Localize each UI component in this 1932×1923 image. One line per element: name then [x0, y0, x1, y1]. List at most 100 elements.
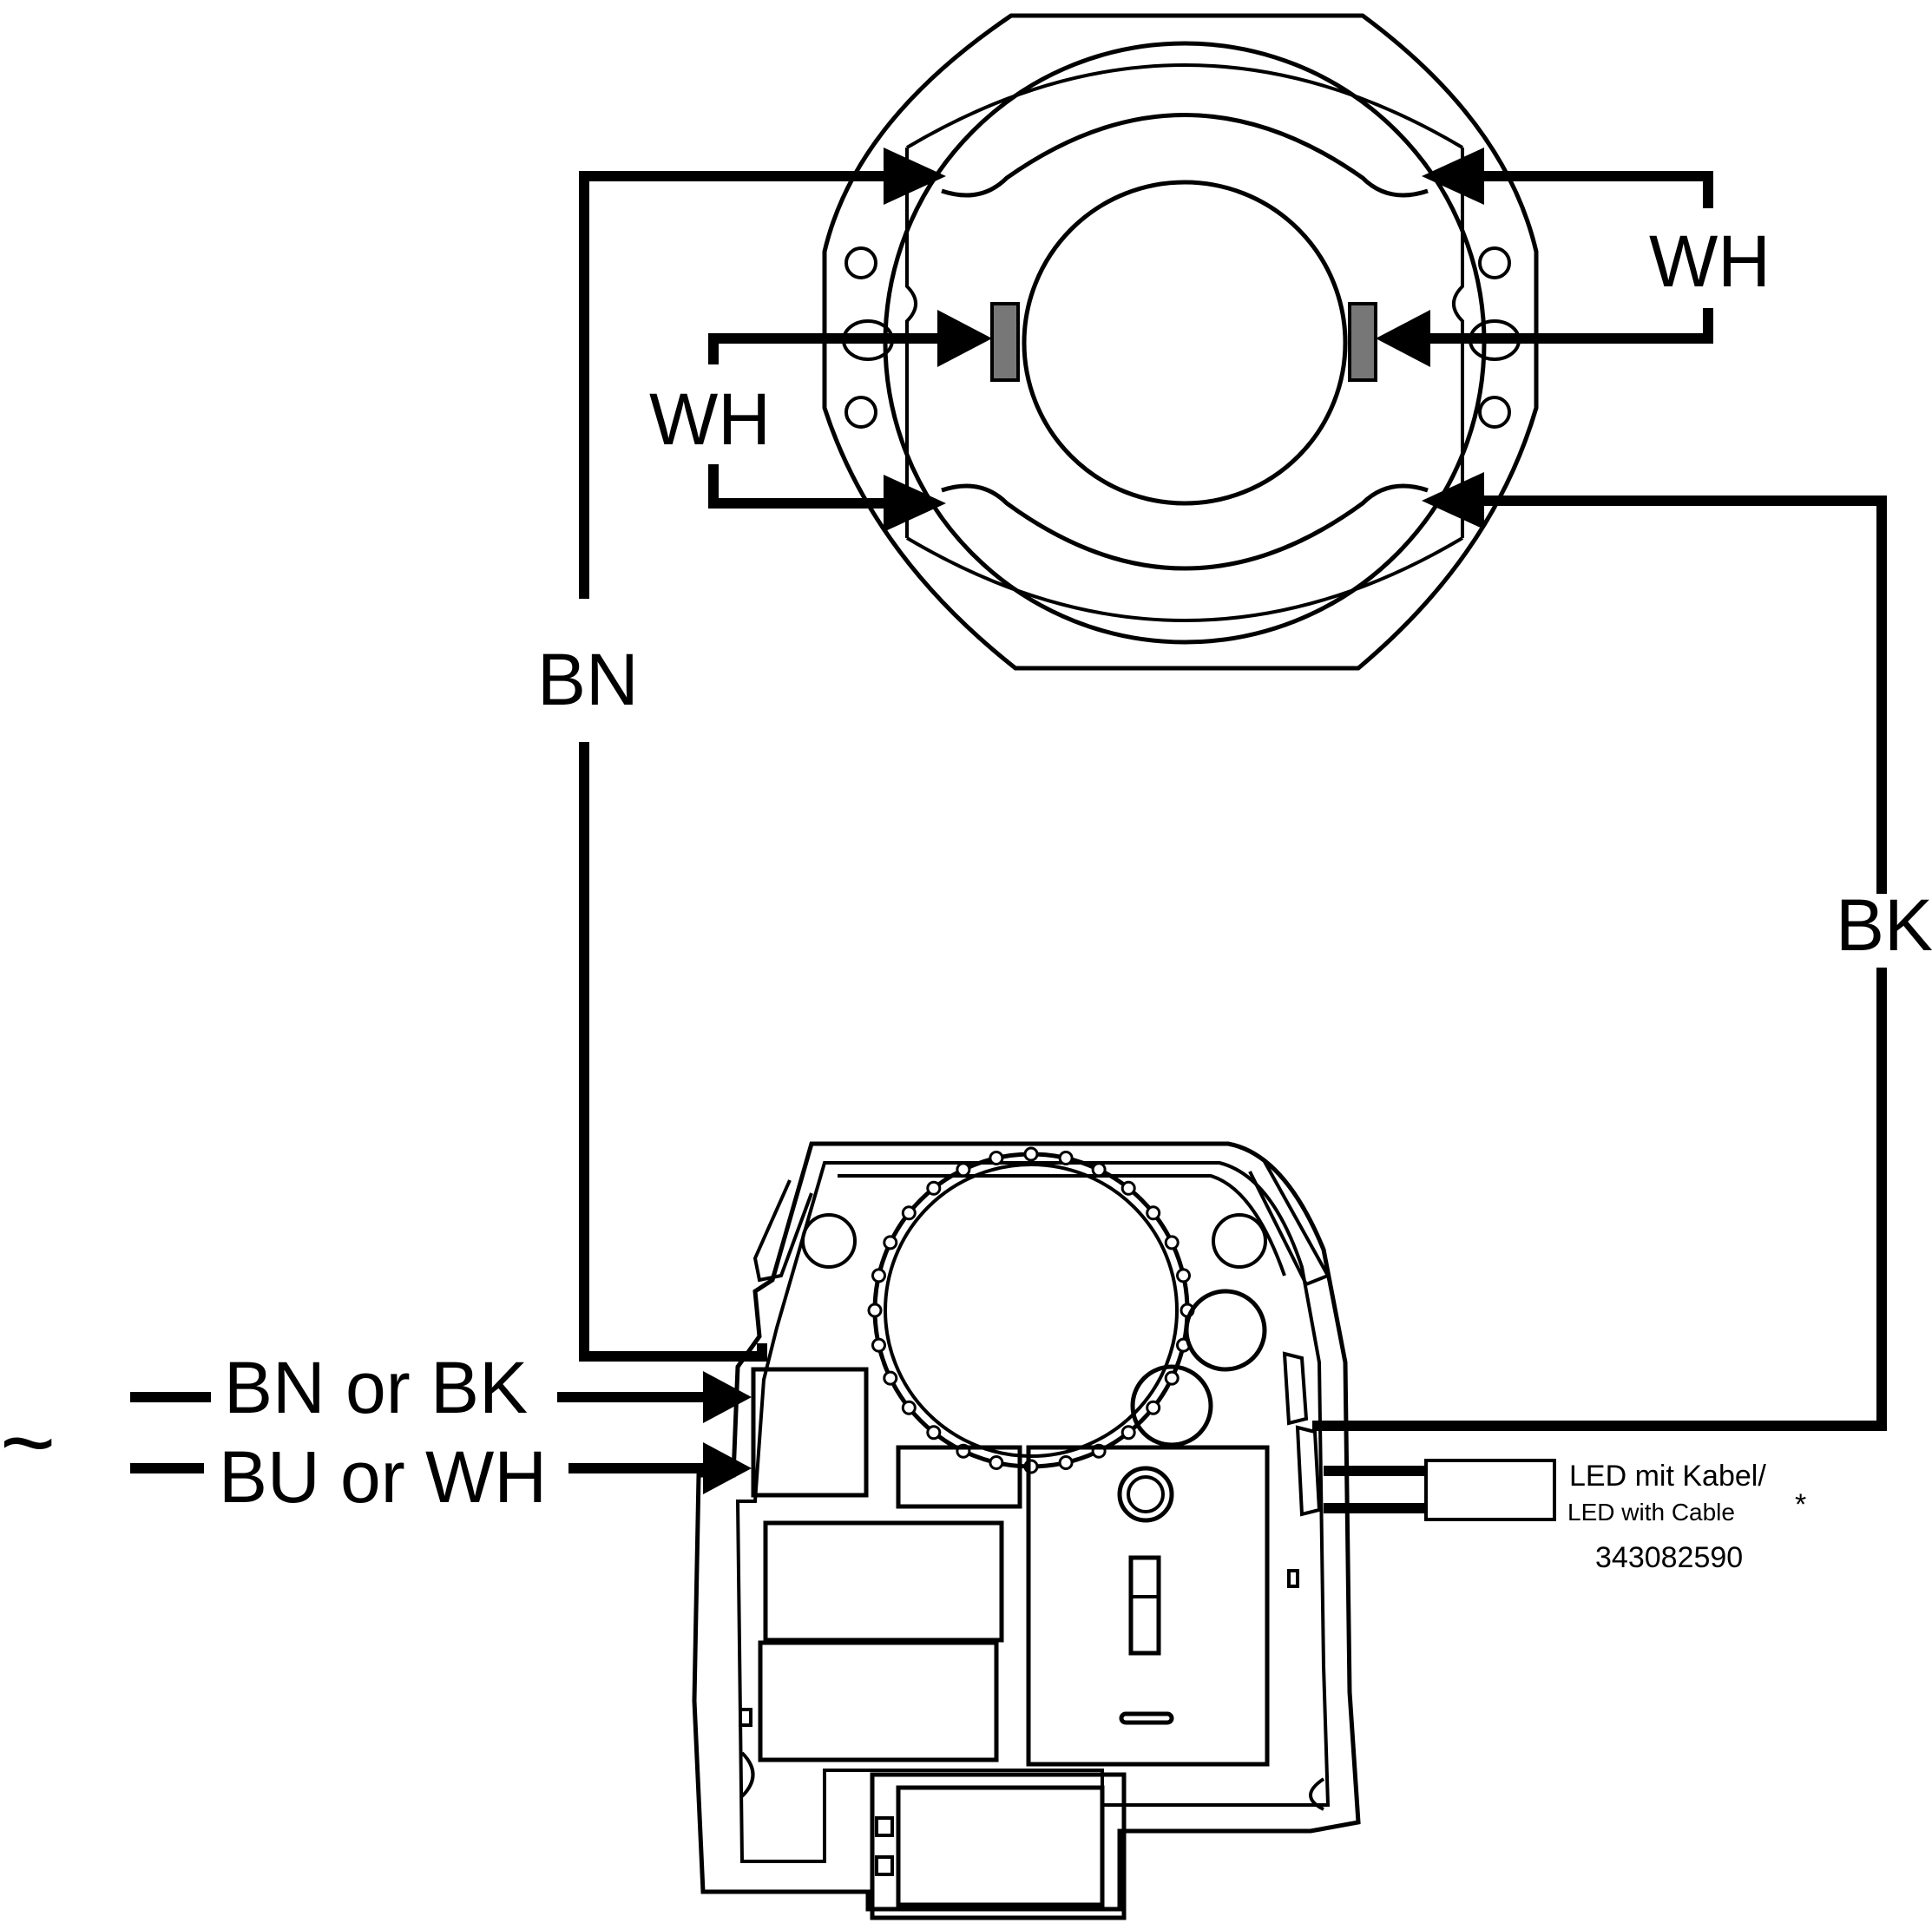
label-led-de: LED mit Kabel/ — [1569, 1460, 1766, 1493]
arrow-mid-right — [1376, 310, 1430, 367]
mounting-hole-right-bottom — [1478, 396, 1511, 429]
ballast-unit — [692, 1141, 1361, 1920]
arrowheads — [703, 148, 1484, 1494]
capacitor-top — [1184, 1289, 1267, 1372]
small-component — [896, 1445, 1022, 1509]
dial-knob-tooth — [989, 1455, 1004, 1470]
dial-knob-tooth — [989, 1151, 1004, 1165]
dial-knob-tooth — [956, 1162, 971, 1178]
dial-knob-tooth — [926, 1425, 942, 1441]
dial-knob-tooth — [1058, 1455, 1074, 1470]
switch-panel — [1026, 1445, 1270, 1767]
bottom-connector-tab-2 — [875, 1855, 894, 1876]
arrow-mid-left — [937, 310, 992, 367]
ballast-right-edge-detail-2 — [1295, 1425, 1322, 1517]
dial-knob-tooth — [901, 1400, 917, 1415]
screw-hole-left — [801, 1213, 857, 1269]
ballast-housing-outer — [692, 1141, 1361, 1912]
dial-knob-tooth — [1023, 1146, 1039, 1162]
dial-knob-tooth — [1091, 1162, 1107, 1178]
wire-bk-top — [1445, 496, 1887, 894]
lamp-right-inner-outline — [1452, 148, 1464, 538]
lamp-left-inner-outline — [905, 148, 917, 538]
lamp-lower-band-outer — [905, 536, 1464, 622]
arrow-bottom-left — [884, 475, 946, 532]
led-module-body — [1424, 1459, 1556, 1521]
wire-wh-left-bottom — [708, 464, 898, 509]
dial-knob-tooth — [871, 1337, 886, 1353]
side-notch-right — [1287, 1569, 1299, 1588]
contact-pad-left — [990, 302, 1020, 382]
ballast-housing-inner-2 — [838, 1174, 1286, 1277]
capacitor-bottom — [1130, 1364, 1213, 1447]
dial-knob-tooth — [926, 1180, 942, 1196]
dial-knob-tooth — [901, 1205, 917, 1221]
dial-knob-tooth — [1058, 1151, 1074, 1165]
labels: WH WH BN BK BN or BK BU or WH ~ LED mit … — [0, 220, 1932, 1574]
bottom-connector-inner — [896, 1785, 1105, 1907]
wire-bk-bottom — [1312, 968, 1887, 1431]
label-supply-bottom: BU or WH — [219, 1436, 547, 1518]
wire-wh-right-top — [1445, 171, 1713, 208]
label-led-en: LED with Cable — [1567, 1499, 1735, 1526]
arrow-supply-bottom — [703, 1442, 752, 1494]
bottom-connector-outer — [870, 1772, 1127, 1920]
side-bump-left — [740, 1751, 755, 1798]
wires — [130, 171, 1887, 1513]
mounting-hole-right-top — [1478, 246, 1511, 279]
label-wh-left: WH — [649, 378, 771, 460]
dial-knob-tooth — [1176, 1268, 1191, 1283]
dial-knob-tooth — [883, 1235, 898, 1250]
dial-knob-tooth — [1120, 1180, 1136, 1196]
dial-knob-outer — [872, 1152, 1190, 1469]
lamp-upper-band-outer — [905, 63, 1464, 149]
led-indicator-outer — [1117, 1466, 1174, 1523]
arrow-top-right — [1422, 148, 1484, 205]
arrow-supply-top — [703, 1371, 752, 1423]
dial-knob-tooth — [1146, 1205, 1161, 1221]
label-supply-top: BN or BK — [224, 1347, 528, 1428]
bottom-connector-tab-1 — [875, 1816, 894, 1837]
terminal-block — [751, 1367, 869, 1498]
ballast-rail-right — [1248, 1158, 1331, 1287]
label-bn: BN — [537, 639, 639, 720]
screw-hole-right — [1212, 1213, 1267, 1269]
dial-knob-tooth — [1164, 1370, 1180, 1386]
label-tilde: ~ — [0, 1389, 56, 1496]
ballast-housing-inner — [735, 1161, 1331, 1863]
ballast-rail-left — [752, 1179, 813, 1283]
dial-knob-tooth — [871, 1268, 886, 1283]
component-block-lower — [758, 1640, 999, 1762]
dip-switch — [1128, 1555, 1161, 1656]
lamp-socket-circle — [1022, 180, 1348, 506]
wire-wh-right-bottom — [1408, 308, 1713, 344]
label-asterisk: * — [1795, 1488, 1806, 1521]
lamp-lower-band — [941, 483, 1429, 571]
mounting-hole-left-bottom — [844, 396, 877, 429]
led-indicator-inner — [1127, 1475, 1165, 1513]
label-bk: BK — [1836, 884, 1932, 966]
wire-bn-top — [579, 171, 927, 599]
dial-knob-tooth — [1120, 1425, 1136, 1441]
slot-indicator — [1119, 1711, 1174, 1725]
label-wh-right: WH — [1649, 220, 1771, 302]
dial-knob-tooth — [867, 1303, 883, 1318]
dial-knob-tooth — [883, 1370, 898, 1386]
arrow-top-left — [884, 148, 946, 205]
side-notch-left — [739, 1708, 752, 1727]
lamp-upper-band — [941, 113, 1429, 198]
dial-knob-tooth — [1164, 1235, 1180, 1250]
component-block-upper — [763, 1520, 1004, 1643]
wire-wh-left-top — [708, 333, 959, 364]
mounting-hole-left-top — [844, 246, 877, 279]
dial-knob-tooth — [1146, 1400, 1161, 1415]
wire-bn-bottom — [579, 742, 767, 1362]
side-bump-right — [1309, 1777, 1325, 1811]
dial-knob-inner — [884, 1163, 1179, 1458]
label-part-number: 343082590 — [1595, 1541, 1743, 1574]
dial-knob-teeth — [867, 1146, 1195, 1474]
ballast-right-edge-detail — [1282, 1351, 1309, 1426]
arrow-bottom-right — [1422, 472, 1484, 529]
contact-pad-right — [1348, 302, 1377, 382]
